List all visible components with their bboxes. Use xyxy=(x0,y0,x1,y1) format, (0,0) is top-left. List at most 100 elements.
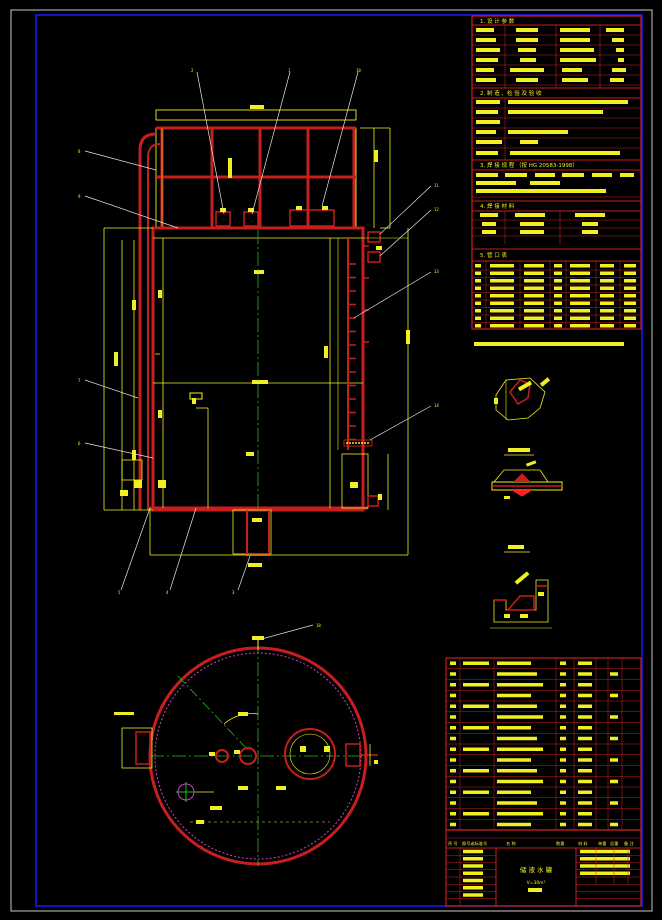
bom-cell xyxy=(497,736,537,741)
bom-cell xyxy=(578,715,592,719)
nozzle-cell xyxy=(624,301,636,305)
bom-cell xyxy=(610,736,618,741)
nozzle-cell xyxy=(554,271,562,275)
param-cell xyxy=(560,48,594,52)
bom-footer-label: 单重 xyxy=(598,840,606,847)
bom-cell xyxy=(450,779,456,784)
bom-cell xyxy=(578,790,592,794)
bom-cell xyxy=(560,779,566,784)
bom-cell xyxy=(578,769,592,773)
title-cell xyxy=(580,871,630,875)
nozzle-cell xyxy=(475,264,481,268)
bom-cell xyxy=(497,801,537,805)
bom-cell xyxy=(610,715,618,719)
nozzle-cell xyxy=(624,286,636,290)
param-cell xyxy=(560,38,590,42)
nozzle-cell xyxy=(570,264,590,268)
param-cell xyxy=(476,78,496,82)
nozzle-cell xyxy=(475,286,481,290)
nozzle-cell xyxy=(524,324,544,328)
bom-cell xyxy=(497,812,543,816)
bom-cell xyxy=(578,812,592,816)
title-cell xyxy=(463,878,483,883)
nozzle-table-grid xyxy=(472,261,641,329)
bom-cell xyxy=(610,758,618,762)
bom-footer-label: 图号或标准号 xyxy=(462,840,487,847)
bill-of-materials xyxy=(445,657,642,831)
design-parameter-grid xyxy=(472,25,641,88)
nozzle-cell xyxy=(570,279,590,283)
param-cell xyxy=(606,28,624,32)
nozzle-cell xyxy=(624,279,636,283)
section5-title: 5. 管 口 表 xyxy=(480,251,507,259)
nozzle-cell xyxy=(600,324,614,328)
nozzle-cell xyxy=(570,286,590,290)
plan-tag: 18 xyxy=(316,623,321,628)
nozzle-cell xyxy=(475,309,481,313)
bom-cell xyxy=(497,822,531,827)
bom-cell xyxy=(578,693,592,698)
bom-cell xyxy=(560,661,566,665)
detail-c-label: C xyxy=(0,0,1,1)
nozzle-cell xyxy=(554,309,562,313)
nozzle-cell xyxy=(490,324,514,328)
nozzle-cell xyxy=(524,309,544,313)
bom-cell xyxy=(560,801,566,805)
bom-cell xyxy=(497,769,537,773)
nozzle-cell xyxy=(554,316,562,320)
tag-13: 13 xyxy=(434,269,439,274)
bom-cell xyxy=(463,747,489,751)
title-cell xyxy=(463,864,483,868)
nozzle-cell xyxy=(524,286,544,290)
bom-cell xyxy=(560,683,566,687)
bom-cell xyxy=(450,715,456,719)
tag-12: 12 xyxy=(434,207,439,212)
title-cell xyxy=(580,864,630,868)
bom-cell xyxy=(450,672,456,676)
bom-footer-label: 名 称 xyxy=(506,840,516,847)
bom-footer-row: 序 号图号或标准号名 称数量材 料单重总重备 注 xyxy=(446,837,641,847)
bom-cell xyxy=(450,747,456,751)
param-cell xyxy=(518,48,536,52)
bom-cell xyxy=(578,726,592,730)
bom-cell xyxy=(450,683,456,687)
title-block-rows xyxy=(446,848,641,899)
nozzle-cell xyxy=(524,316,544,320)
bom-cell xyxy=(578,736,592,741)
title-cell xyxy=(463,893,483,897)
nozzle-cell xyxy=(600,279,614,283)
bom-cell xyxy=(560,822,566,827)
bom-cell xyxy=(497,672,537,676)
param-cell xyxy=(560,58,596,62)
manufacture-rows xyxy=(472,98,641,160)
nozzle-cell xyxy=(600,264,614,268)
bom-cell xyxy=(560,812,566,816)
nozzle-cell xyxy=(475,324,481,328)
detail-a: A xyxy=(494,377,551,421)
bom-footer-label: 序 号 xyxy=(448,840,458,847)
param-cell xyxy=(476,48,500,52)
bom-cell xyxy=(610,779,618,784)
technical-notes-block: 1. 设 计 参 数 2. 制 造 、检 验 及 验 收 3. xyxy=(471,15,642,330)
bom-cell xyxy=(560,758,566,762)
nozzle-cell xyxy=(600,301,614,305)
nozzle-cell xyxy=(490,309,514,313)
tag-11: 11 xyxy=(434,183,439,188)
nozzle-cell xyxy=(624,316,636,320)
bom-cell xyxy=(560,693,566,698)
bom-cell xyxy=(578,801,592,805)
section3-title: 3. 焊 接 规 程 （按 HG 20583-1998） xyxy=(480,161,578,169)
bom-cell xyxy=(610,822,618,827)
bom-cell xyxy=(497,790,531,794)
bom-cell xyxy=(463,769,489,773)
tag-1: 1 xyxy=(288,68,291,73)
nozzle-cell xyxy=(524,294,544,298)
bom-cell xyxy=(450,769,456,773)
param-cell xyxy=(612,68,626,72)
param-cell xyxy=(510,68,544,72)
param-cell xyxy=(560,28,590,32)
param-cell xyxy=(476,28,494,32)
leader-lines xyxy=(84,71,432,641)
nozzle-cell xyxy=(475,301,481,305)
nozzle-cell xyxy=(490,301,514,305)
